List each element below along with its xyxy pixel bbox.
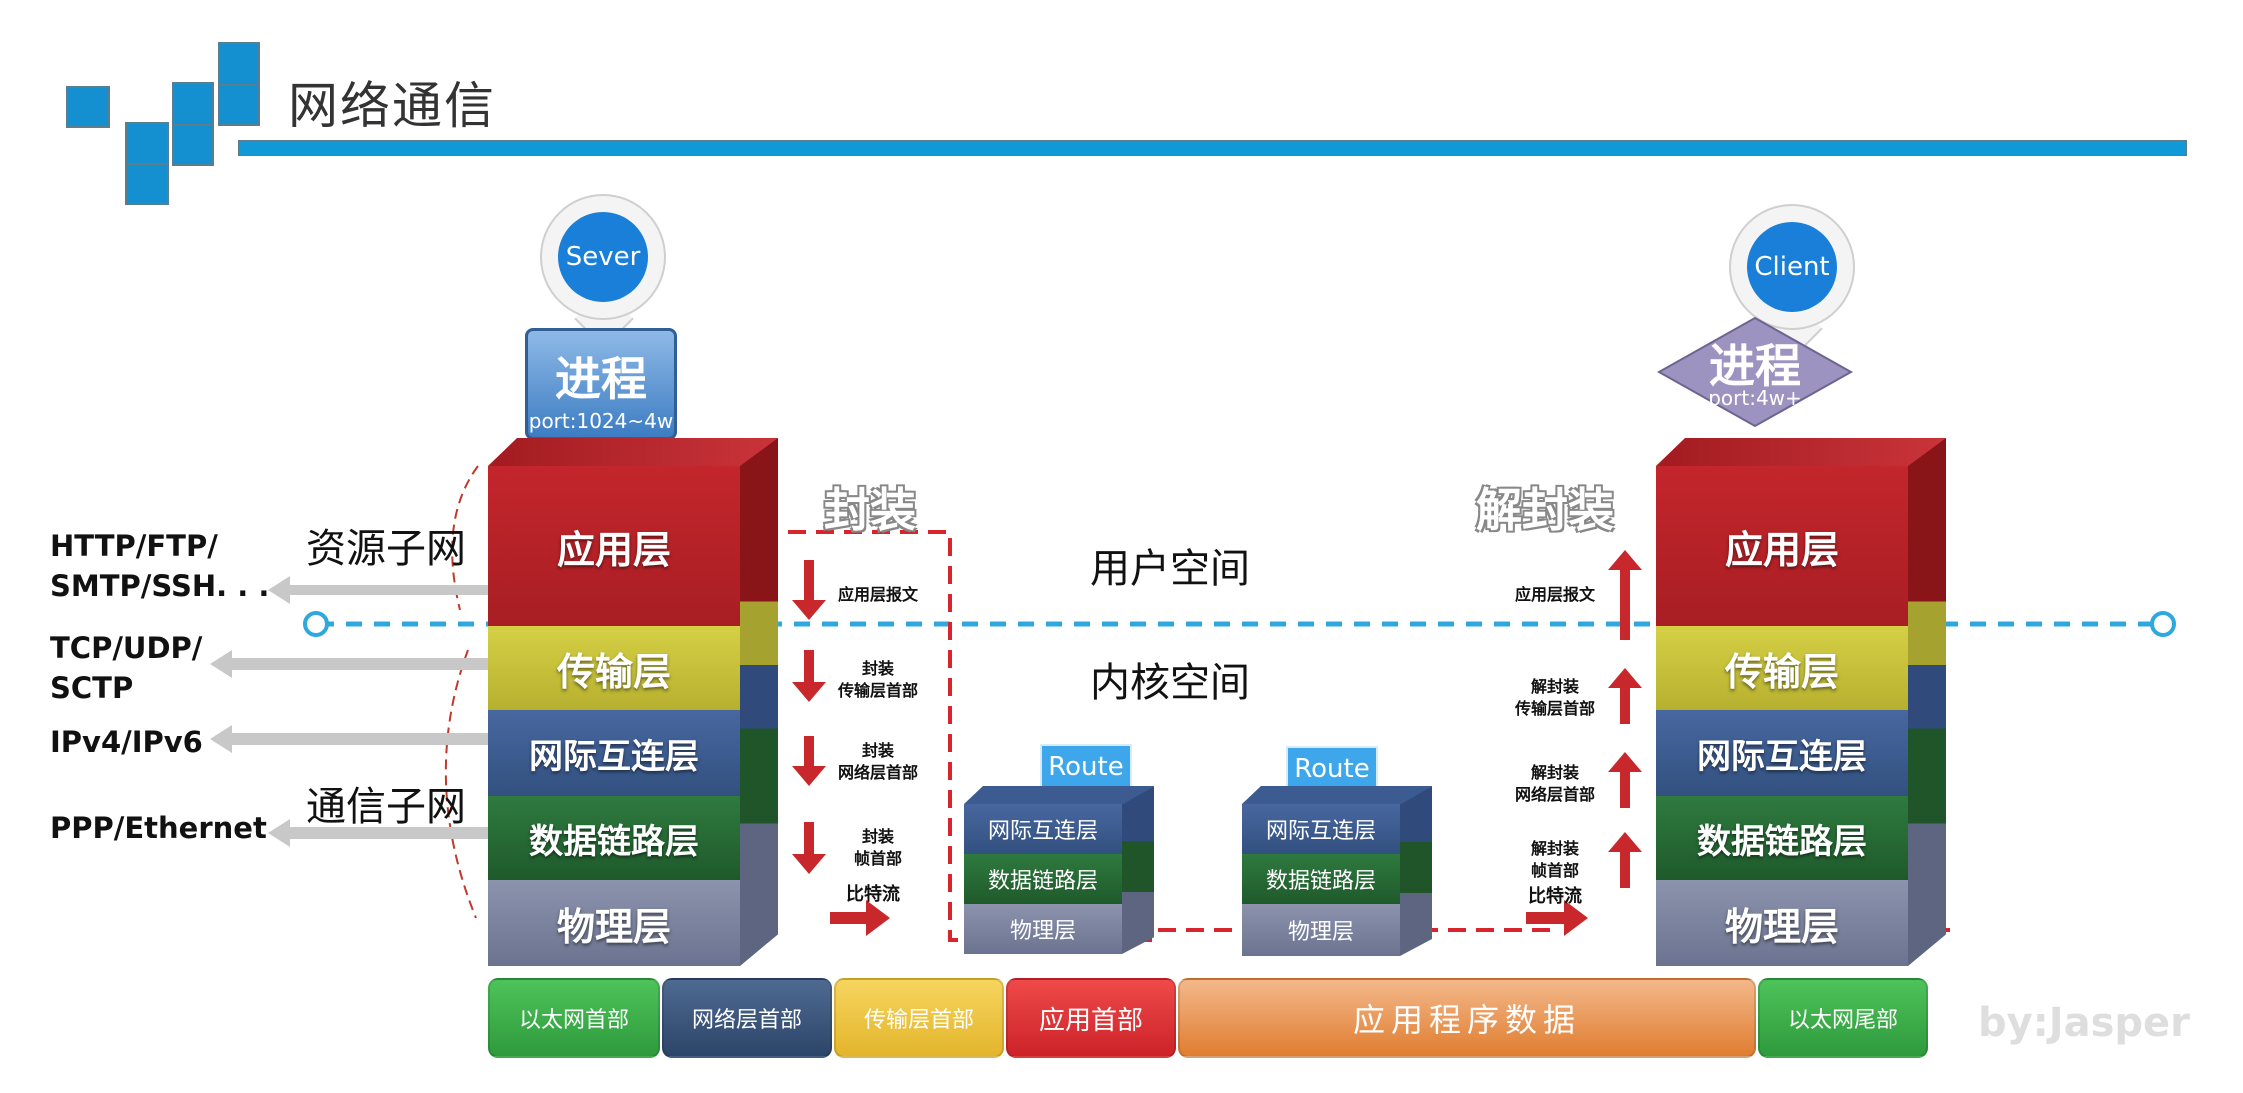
logo-square xyxy=(218,84,260,126)
down-arrow xyxy=(792,736,826,786)
stack-side-face xyxy=(1908,438,1946,966)
logo-square xyxy=(172,124,214,166)
stack-top-face xyxy=(488,438,778,466)
client-layer-datalink: 数据链路层 xyxy=(1656,796,1908,880)
user-space-label: 用户空间 xyxy=(1090,546,1250,592)
down-arrow xyxy=(792,560,826,620)
client-stack: 应用层 传输层 网际互连层 数据链路层 物理层 xyxy=(1656,438,1946,966)
client-port-label: port:4w+ xyxy=(1708,386,1802,410)
up-arrow xyxy=(1608,752,1642,808)
router-1-physical-layer: 物理层 xyxy=(964,904,1122,954)
up-arrow xyxy=(1608,832,1642,888)
server-port-label: port:1024~4w xyxy=(528,409,674,433)
client-process-label: 进程 xyxy=(1709,339,1801,393)
router-1-datalink-layer: 数据链路层 xyxy=(964,854,1122,904)
decap-step-2: 解封装 传输层首部 xyxy=(1514,677,1595,718)
server-layer-datalink: 数据链路层 xyxy=(488,796,740,880)
right-arrow xyxy=(1526,900,1588,936)
logo-square xyxy=(218,42,260,86)
logo-square xyxy=(125,163,169,205)
encap-step-4: 封装 帧首部 xyxy=(853,827,902,868)
client-pin: Client xyxy=(1729,204,1855,359)
data-path-line xyxy=(760,530,1152,942)
logo-square xyxy=(172,82,214,126)
server-pin-label: Sever xyxy=(558,212,648,302)
stack-top-face xyxy=(1242,786,1432,804)
decap-step-3: 解封装 网络层首部 xyxy=(1514,763,1595,804)
right-arrow xyxy=(830,900,890,936)
packet-ethernet-trailer: 以太网尾部 xyxy=(1758,978,1928,1058)
packet-ethernet-header: 以太网首部 xyxy=(488,978,660,1058)
decap-step-4: 解封装 帧首部 xyxy=(1530,839,1579,880)
router-2-network-layer: 网际互连层 xyxy=(1242,804,1400,854)
stack-side-face xyxy=(1122,786,1154,954)
logo-square xyxy=(125,122,169,166)
protocol-arrows xyxy=(210,576,488,847)
router-2-stack: 网际互连层 数据链路层 物理层 xyxy=(1242,786,1432,956)
client-layer-physical: 物理层 xyxy=(1656,880,1908,966)
decap-step-1: 应用层报文 xyxy=(1514,585,1595,604)
router-2-datalink-layer: 数据链路层 xyxy=(1242,854,1400,904)
page-title: 网络通信 xyxy=(288,77,496,135)
author-signature: by:Jasper xyxy=(1978,1000,2190,1046)
up-arrow xyxy=(1608,668,1642,724)
encap-arrows xyxy=(792,560,890,936)
stack-top-face xyxy=(964,786,1154,804)
router-2-tag: Route xyxy=(1286,746,1378,792)
router-1-network-layer: 网际互连层 xyxy=(964,804,1122,854)
header-bar xyxy=(238,140,2187,156)
decapsulate-label: 解封装 xyxy=(1476,483,1614,537)
client-layer-network: 网际互连层 xyxy=(1656,710,1908,796)
router-1-tag: Route xyxy=(1040,744,1132,790)
server-layer-transport: 传输层 xyxy=(488,626,740,710)
router-1-stack: 网际互连层 数据链路层 物理层 xyxy=(964,786,1154,954)
stack-top-face xyxy=(1656,438,1946,466)
protocol-transport: TCP/UDP/ SCTP xyxy=(50,631,203,705)
server-layer-application: 应用层 xyxy=(488,466,740,626)
server-layer-physical: 物理层 xyxy=(488,880,740,966)
router-2-physical-layer: 物理层 xyxy=(1242,904,1400,956)
protocol-app: HTTP/FTP/ SMTP/SSH. . . xyxy=(50,529,270,603)
server-pin: Sever xyxy=(540,194,666,349)
client-pin-label: Client xyxy=(1747,222,1837,312)
encap-step-5: 比特流 xyxy=(846,884,900,905)
server-layer-network: 网际互连层 xyxy=(488,710,740,796)
down-arrow xyxy=(792,822,826,874)
client-layer-transport: 传输层 xyxy=(1656,626,1908,710)
packet-network-header: 网络层首部 xyxy=(662,978,832,1058)
client-process-diamond xyxy=(1656,316,1854,428)
encap-step-3: 封装 网络层首部 xyxy=(837,741,918,782)
packet-app-header: 应用首部 xyxy=(1006,978,1176,1058)
server-process-label: 进程 xyxy=(555,352,647,406)
server-process-box: 进程 port:1024~4w xyxy=(525,328,677,440)
encapsulate-label: 封装 xyxy=(824,483,916,537)
boundary-endpoint xyxy=(2150,611,2176,637)
communication-subnet-bracket xyxy=(444,649,477,919)
protocol-datalink: PPP/Ethernet xyxy=(50,811,267,845)
boundary-endpoint xyxy=(303,611,329,637)
client-process-box: 进程 port:4w+ xyxy=(1655,316,1855,428)
packet-transport-header: 传输层首部 xyxy=(834,978,1004,1058)
protocol-network: IPv4/IPv6 xyxy=(50,725,203,759)
logo-square xyxy=(66,86,110,128)
decap-step-5: 比特流 xyxy=(1528,886,1582,907)
resource-subnet-label: 资源子网 xyxy=(306,526,466,572)
stack-side-face xyxy=(1400,786,1432,956)
up-arrow xyxy=(1608,550,1642,640)
communication-subnet-label: 通信子网 xyxy=(306,784,466,830)
client-layer-application: 应用层 xyxy=(1656,466,1908,626)
encap-step-1: 应用层报文 xyxy=(837,585,918,604)
kernel-space-label: 内核空间 xyxy=(1090,660,1250,706)
server-stack: 应用层 传输层 网际互连层 数据链路层 物理层 xyxy=(488,438,778,966)
decap-arrows xyxy=(1526,550,1642,936)
down-arrow xyxy=(792,650,826,702)
encap-step-2: 封装 传输层首部 xyxy=(837,659,918,700)
packet-app-data: 应用程序数据 xyxy=(1178,978,1756,1058)
stack-side-face xyxy=(740,438,778,966)
